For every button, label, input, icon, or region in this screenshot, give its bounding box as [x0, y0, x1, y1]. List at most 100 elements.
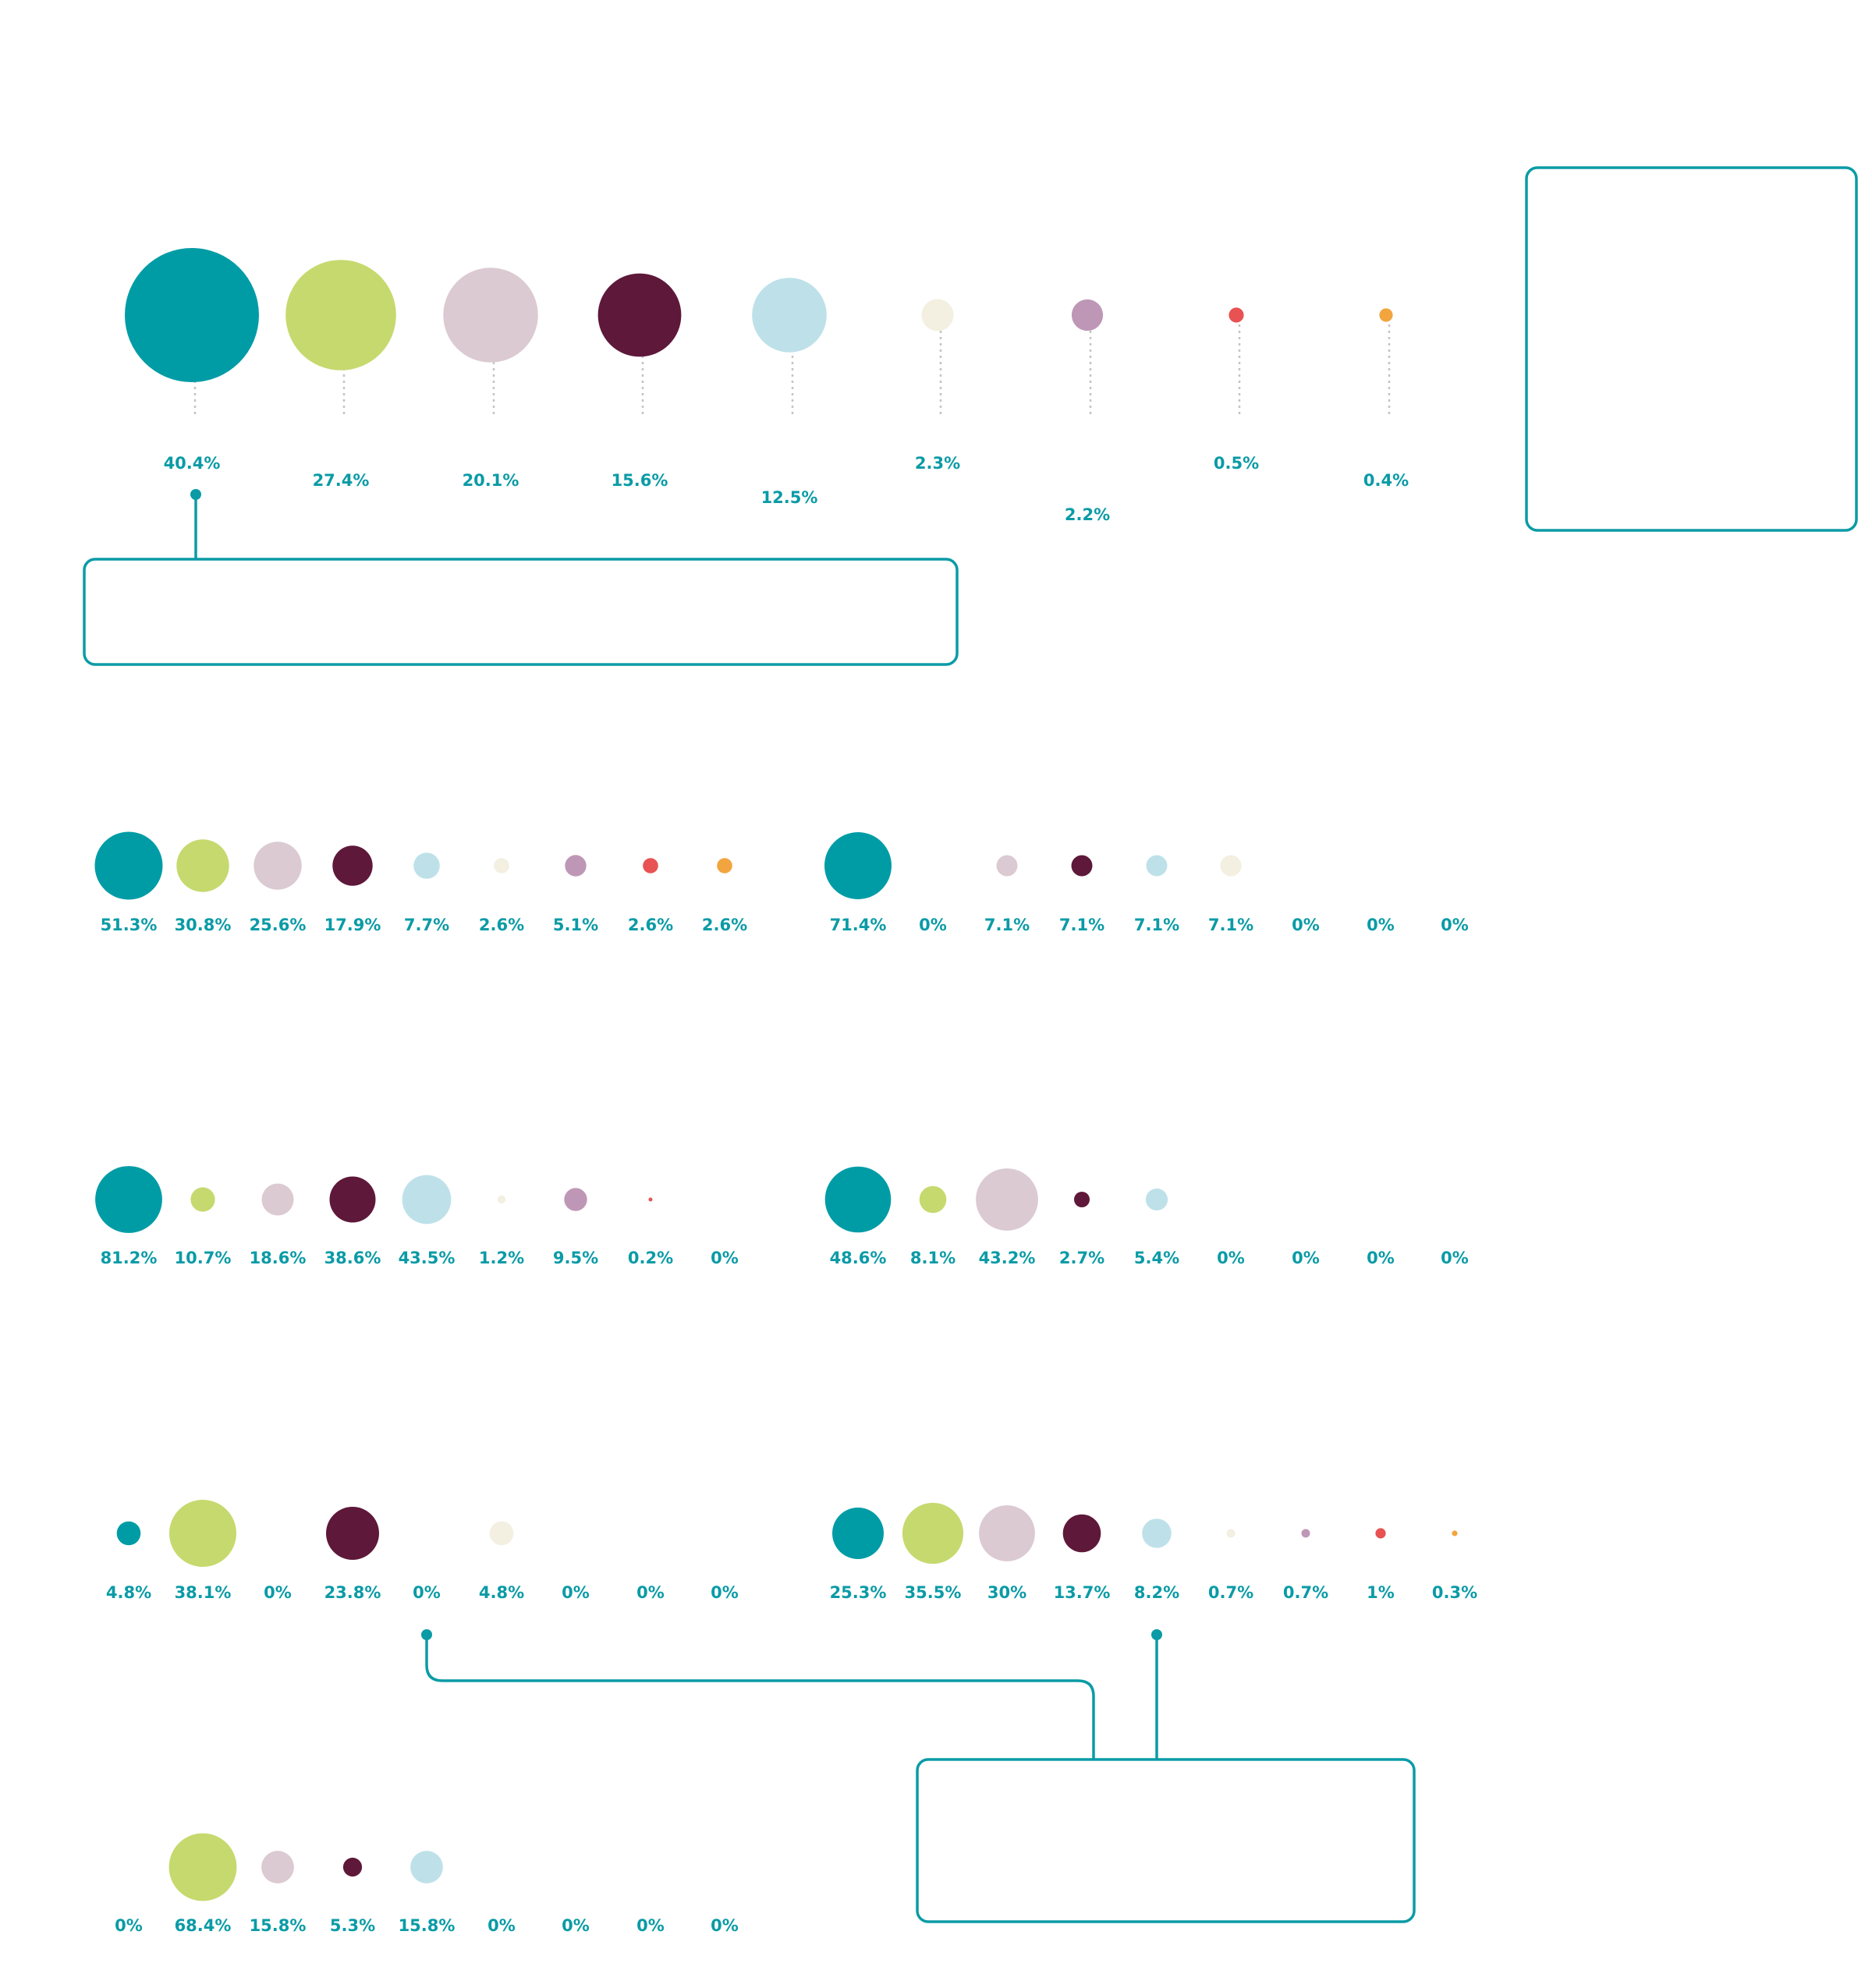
callouts	[83, 166, 1858, 1923]
data-label: 8.1%	[910, 1249, 956, 1267]
bubble-1-2	[285, 260, 396, 370]
bubble-1-9	[1379, 308, 1393, 322]
data-label: 25.3%	[830, 1583, 887, 1602]
data-label: 40.4%	[164, 454, 221, 473]
data-label: 12.5%	[761, 488, 818, 507]
data-label: 0%	[115, 1916, 143, 1935]
bubble-1-8	[1228, 307, 1244, 323]
bubble-7-1	[832, 1508, 884, 1559]
data-label: 5.4%	[1134, 1249, 1179, 1267]
data-label: 7.7%	[404, 916, 449, 934]
data-label: 0%	[711, 1916, 739, 1935]
bubble-1-4	[597, 273, 682, 357]
callout-box-top	[83, 558, 959, 666]
bubble-1-7	[1071, 299, 1104, 331]
data-label: 0%	[264, 1583, 292, 1602]
bubble-5-2	[919, 1185, 947, 1214]
bubble-2-7	[565, 855, 587, 877]
bubble-3-4	[1071, 855, 1093, 877]
bubble-5-4	[1074, 1192, 1090, 1207]
data-label: 0%	[919, 916, 947, 934]
bubble-7-3	[979, 1505, 1035, 1561]
data-label: 15.8%	[250, 1916, 307, 1935]
bubble-1-6	[921, 299, 954, 331]
bubble-5-3	[976, 1168, 1038, 1231]
data-label: 0%	[1441, 916, 1469, 934]
connector-line	[425, 1635, 1095, 1759]
data-label: 2.2%	[1065, 505, 1110, 524]
bubble-5-1	[824, 1166, 892, 1233]
data-label: 0%	[711, 1583, 739, 1602]
data-label: 4.8%	[479, 1583, 524, 1602]
data-label: 7.1%	[1134, 916, 1179, 934]
bubble-4-5	[402, 1175, 452, 1224]
data-label: 4.8%	[106, 1583, 151, 1602]
bubble-4-7	[564, 1188, 587, 1211]
data-label: 8.2%	[1134, 1583, 1179, 1602]
data-label: 1.2%	[479, 1249, 524, 1267]
bubble-3-6	[1220, 855, 1242, 877]
bubble-7-2	[902, 1502, 964, 1565]
callout-box-right	[1525, 166, 1858, 532]
data-label: 18.6%	[250, 1249, 307, 1267]
bubble-7-9	[1452, 1530, 1458, 1536]
bubble-2-2	[176, 839, 229, 892]
bubble-chart-2: 51.3%30.8%25.6%17.9%7.7%2.6%5.1%2.6%2.6%	[94, 831, 747, 934]
data-label: 10.7%	[175, 1249, 232, 1267]
bubble-3-1	[824, 832, 892, 899]
bubble-8-5	[410, 1851, 443, 1883]
bubble-chart-8: 0% 68.4% 15.8% 5.3% 15.8% 0% 0% 0% 0%	[115, 1833, 739, 1935]
bubble-1-5	[752, 278, 827, 353]
data-label: 0.5%	[1214, 454, 1259, 473]
data-label: 48.6%	[830, 1249, 887, 1267]
data-label: 38.6%	[324, 1249, 381, 1267]
data-label: 0%	[488, 1916, 516, 1935]
data-label: 0%	[562, 1916, 590, 1935]
bubble-2-4	[332, 845, 373, 886]
bubble-1-1	[125, 248, 259, 382]
data-label: 20.1%	[463, 471, 519, 490]
data-label: 30.8%	[175, 916, 232, 934]
bubble-chart-7: 25.3%35.5%30%13.7%8.2%0.7%0.7%1%0.3%	[830, 1502, 1477, 1602]
bubble-7-6	[1226, 1529, 1236, 1538]
data-label: 7.1%	[984, 916, 1030, 934]
data-label: 81.2%	[101, 1249, 158, 1267]
data-label: 38.1%	[175, 1583, 232, 1602]
data-label: 5.3%	[330, 1916, 375, 1935]
data-label: 13.7%	[1054, 1583, 1111, 1602]
data-label: 2.6%	[479, 916, 524, 934]
bubble-4-3	[261, 1183, 294, 1216]
data-label: 5.1%	[553, 916, 598, 934]
data-label: 15.8%	[399, 1916, 456, 1935]
data-label: 2.6%	[702, 916, 747, 934]
data-label: 27.4%	[313, 471, 370, 490]
bubble-4-4	[329, 1176, 376, 1223]
data-label: 68.4%	[175, 1916, 232, 1935]
data-label: 35.5%	[905, 1583, 962, 1602]
data-label: 51.3%	[101, 916, 158, 934]
bubble-2-6	[494, 858, 509, 874]
bubble-2-1	[94, 831, 163, 900]
data-label: 0.3%	[1432, 1583, 1477, 1602]
bubble-2-3	[254, 842, 302, 890]
data-label: 0.4%	[1363, 471, 1409, 490]
data-label: 0.7%	[1283, 1583, 1328, 1602]
callout-box-bottom	[916, 1758, 1416, 1923]
bubble-chart-5: 48.6%8.1%43.2%2.7%5.4%0%0%0%0%	[824, 1166, 1469, 1267]
data-label: 2.3%	[915, 454, 960, 473]
bubble-6-2	[169, 1500, 236, 1567]
data-label: 7.1%	[1208, 916, 1253, 934]
bubble-chart-3: 71.4%0%7.1%7.1%7.1%7.1%0%0%0%	[824, 832, 1469, 934]
bubble-7-8	[1375, 1528, 1386, 1539]
data-label: 2.6%	[628, 916, 673, 934]
data-label: 43.2%	[979, 1249, 1036, 1267]
data-label: 17.9%	[324, 916, 381, 934]
bubble-3-3	[996, 855, 1018, 877]
bubble-chart-4: 81.2%10.7%18.6%38.6%43.5%1.2%9.5%0.2%0%	[95, 1166, 739, 1267]
data-label: 0%	[636, 1916, 665, 1935]
data-label: 9.5%	[553, 1249, 598, 1267]
bubble-8-3	[261, 1851, 294, 1883]
data-label: 0%	[1367, 916, 1395, 934]
bubble-2-5	[413, 852, 440, 879]
